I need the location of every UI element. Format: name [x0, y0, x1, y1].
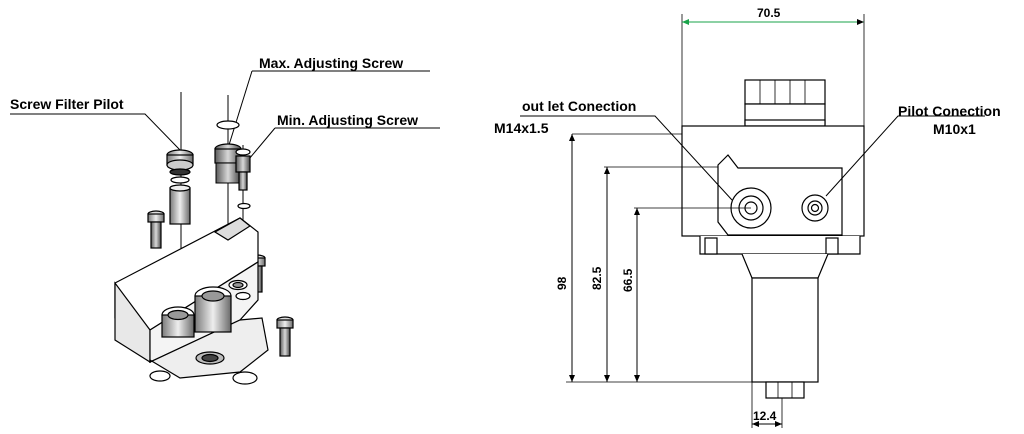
label-outlet-thread: M14x1.5 — [494, 120, 549, 136]
dim-height-pilot: 66.5 — [621, 268, 635, 292]
label-screw-filter-pilot: Screw Filter Pilot — [10, 96, 124, 112]
dim-height-total: 98 — [555, 276, 569, 290]
label-min-adjusting-screw: Min. Adjusting Screw — [277, 112, 419, 128]
label-pilot-connection: Pilot Conection — [898, 103, 1001, 119]
dim-width-bottom: 12.4 — [753, 409, 777, 423]
label-pilot-thread: M10x1 — [933, 121, 976, 137]
dim-height-outlet: 82.5 — [590, 266, 604, 290]
orthographic-view — [520, 14, 985, 428]
label-outlet-connection: out let Conection — [522, 98, 637, 114]
exploded-view — [10, 70, 440, 385]
valve-housing — [114, 217, 269, 385]
bolt-right-bottom — [276, 316, 294, 357]
dim-width-top: 70.5 — [757, 6, 781, 20]
label-max-adjusting-screw: Max. Adjusting Screw — [259, 55, 404, 71]
bolt-left — [147, 210, 165, 249]
